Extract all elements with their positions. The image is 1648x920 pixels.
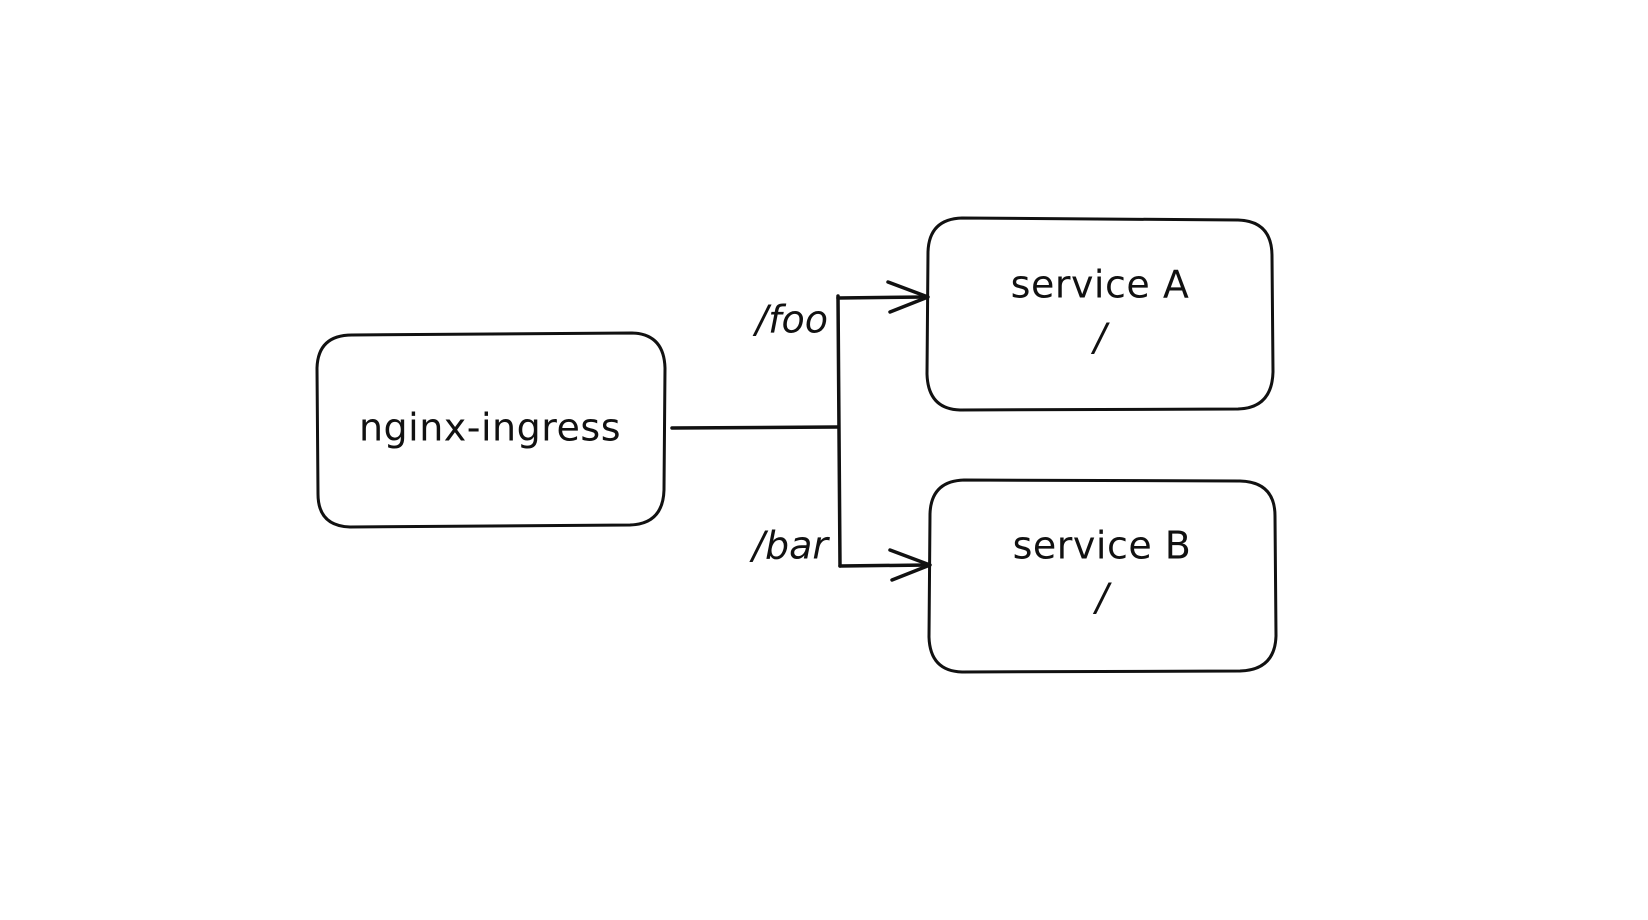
node-service-b-path: / [1093, 576, 1113, 620]
edge-branch-vertical [836, 294, 842, 568]
node-nginx-ingress-label: nginx-ingress [359, 406, 621, 450]
node-nginx-ingress-box [315, 331, 667, 529]
arrowhead-service-b-icon [888, 548, 932, 582]
node-service-b-label: service B [1013, 524, 1192, 568]
node-service-a-label: service A [1011, 263, 1190, 307]
node-service-a[interactable]: service A / [925, 216, 1275, 412]
node-service-b-box [927, 478, 1278, 674]
node-service-a-path: / [1091, 316, 1111, 360]
edge-ingress-trunk [670, 425, 840, 430]
node-service-a-box [925, 216, 1275, 412]
edge-to-service-b [838, 563, 930, 568]
arrowhead-service-a-icon [886, 280, 930, 314]
node-service-b[interactable]: service B / [927, 478, 1278, 674]
route-label-bar: /bar [749, 524, 830, 568]
route-label-foo: /foo [752, 298, 828, 342]
edge-to-service-a [836, 295, 928, 300]
node-nginx-ingress[interactable]: nginx-ingress [315, 331, 667, 529]
